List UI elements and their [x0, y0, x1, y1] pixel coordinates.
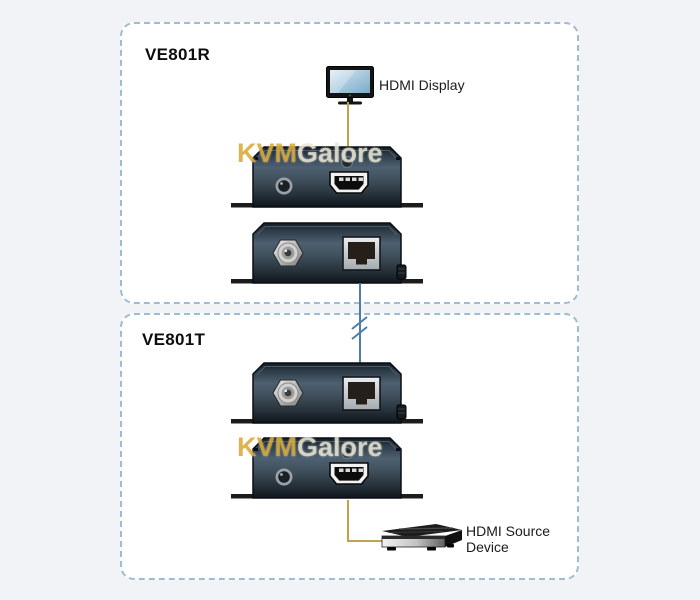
hdmi-display-label: HDMI Display — [379, 77, 465, 93]
screw-hole-icon — [340, 446, 354, 460]
ve801r-rear-panel — [231, 222, 423, 284]
audio-jack-icon — [275, 468, 293, 486]
power-jack-icon — [272, 379, 304, 407]
grounding-knob-icon — [396, 264, 407, 280]
hdmi-source-label: HDMI Source Device — [466, 523, 558, 555]
power-jack-icon — [272, 239, 304, 267]
hdmi-cable-source-horizontal — [347, 540, 383, 542]
hdmi-port-icon — [329, 171, 369, 194]
screw-hole-icon — [340, 155, 354, 169]
hdmi-source-label-line2: Device — [466, 539, 509, 555]
hdmi-display-icon — [326, 66, 374, 105]
hdmi-cable-source-vertical — [347, 500, 349, 542]
hdmi-source-device-icon — [381, 524, 462, 551]
cable-break-icon — [351, 316, 368, 340]
rj45-port-icon — [342, 376, 381, 411]
group-label-ve801r: VE801R — [145, 45, 211, 64]
grounding-knob-icon — [396, 404, 407, 420]
ve801t-rear-panel — [231, 362, 423, 424]
hdmi-cable-display — [347, 102, 349, 149]
ve801t-front-panel — [231, 437, 423, 499]
ve801r-front-panel — [231, 146, 423, 208]
audio-jack-icon — [275, 177, 293, 195]
hdmi-port-icon — [329, 462, 369, 485]
group-label-ve801t: VE801T — [142, 330, 206, 349]
rj45-port-icon — [342, 236, 381, 271]
hdmi-source-label-line1: HDMI Source — [466, 523, 551, 539]
